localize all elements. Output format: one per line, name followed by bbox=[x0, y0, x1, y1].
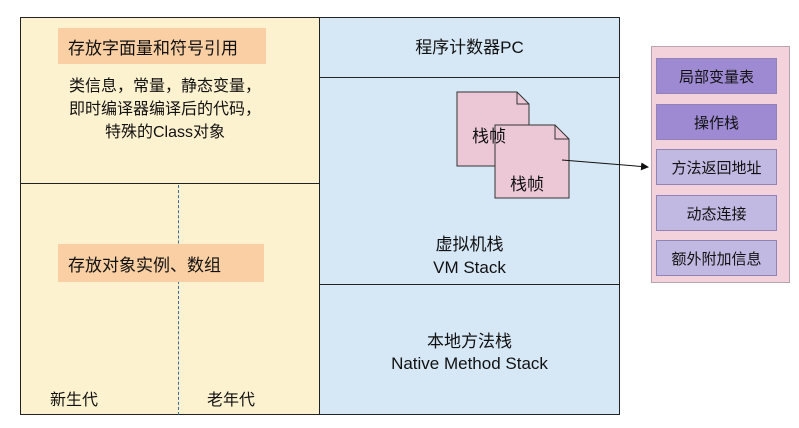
vm-stack-label-en: VM Stack bbox=[433, 258, 506, 277]
operand-stack-slot: 操作栈 bbox=[656, 104, 777, 140]
method-area-desc-line: 特殊的Class对象 bbox=[104, 124, 225, 141]
method-area-title: 存放字面量和符号引用 bbox=[58, 28, 266, 64]
method-area-desc-line: 类信息，常量，静态变量， bbox=[68, 78, 261, 95]
vm-stack-label-cn: 虚拟机栈 bbox=[435, 235, 504, 254]
heap-box bbox=[20, 183, 320, 415]
stack-frames-graphic bbox=[456, 91, 570, 199]
native-stack-label-cn: 本地方法栈 bbox=[427, 332, 512, 351]
frame-detail-arrow bbox=[561, 159, 649, 171]
young-generation-label: 新生代 bbox=[50, 392, 99, 409]
extra-info-slot: 额外附加信息 bbox=[656, 240, 777, 276]
native-stack-label-en: Native Method Stack bbox=[391, 354, 548, 373]
stack-frame-2-shape bbox=[494, 124, 570, 199]
stack-frame-2-label: 栈帧 bbox=[510, 175, 544, 194]
local-variable-table-slot: 局部变量表 bbox=[656, 58, 777, 94]
method-area-description: 类信息，常量，静态变量， 即时编译器编译后的代码， 特殊的Class对象 bbox=[40, 75, 290, 144]
stack-frame-1-label: 栈帧 bbox=[472, 127, 506, 146]
generation-divider bbox=[178, 185, 179, 415]
program-counter-box bbox=[319, 17, 620, 78]
program-counter-label: 程序计数器PC bbox=[415, 38, 524, 57]
old-generation-label: 老年代 bbox=[207, 392, 256, 409]
method-area-desc-line: 即时编译器编译后的代码， bbox=[68, 101, 261, 118]
heap-title: 存放对象实例、数组 bbox=[58, 244, 264, 282]
dynamic-linking-slot: 动态连接 bbox=[656, 195, 777, 231]
return-address-slot: 方法返回地址 bbox=[656, 149, 777, 185]
native-method-stack-box bbox=[319, 284, 620, 415]
